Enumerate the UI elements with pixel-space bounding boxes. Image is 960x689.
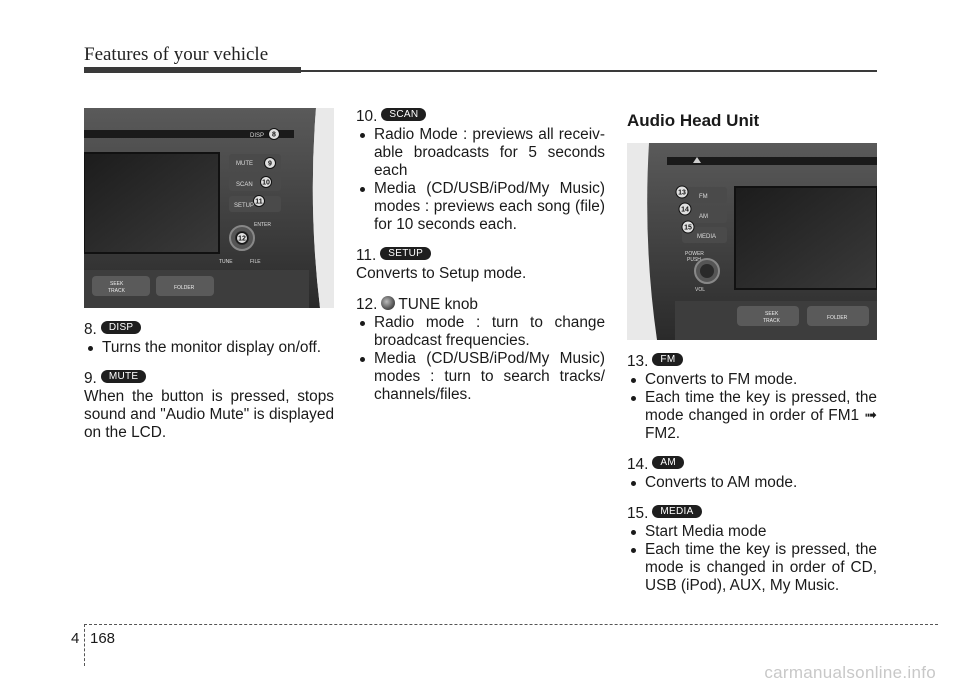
scan-badge: SCAN [381, 108, 427, 122]
column-right: Audio Head Unit FM AM MEDIA POWER [627, 108, 877, 595]
callout-15: 15 [684, 225, 692, 232]
callout-10: 10 [262, 180, 270, 187]
callout-11: 11 [255, 199, 263, 206]
item-12-bullet-2: Media (CD/USB/iPod/My Music) modes : tur… [356, 350, 605, 404]
column-middle: 10.SCAN Radio Mode : previews all receiv… [356, 108, 605, 404]
item-15-heading: 15.MEDIA [627, 505, 877, 523]
chapter-number: 4 [71, 630, 80, 647]
tune-knob-icon [381, 295, 396, 310]
power-label: POWER [685, 251, 704, 257]
header-title: Features of your vehicle [84, 44, 269, 65]
header-rule-thin [301, 70, 877, 72]
track-label: TRACK [108, 288, 126, 294]
callout-9: 9 [268, 161, 272, 168]
enter-label: ENTER [254, 222, 271, 228]
fm-label: FM [699, 194, 708, 200]
item-14-heading: 14.AM [627, 456, 877, 474]
head-unit-illustration-right: FM AM MEDIA POWER PUSH VOL SEEK TRACK FO… [627, 143, 877, 340]
item-10-bullet-2: Media (CD/USB/iPod/My Music) modes : pre… [356, 180, 605, 234]
scan-label: SCAN [236, 182, 253, 188]
item-12-heading: 12.TUNE knob [356, 295, 478, 313]
disp-label: DISP [250, 133, 264, 139]
item-8-heading: 8.DISP [84, 321, 334, 339]
setup-label: SETUP [234, 203, 254, 209]
am-badge: AM [652, 456, 685, 470]
file-label: FILE [250, 259, 261, 265]
seek-label-2: SEEK [765, 311, 779, 317]
item-11-heading: 11.SETUP [356, 247, 605, 265]
footer-divider [84, 624, 85, 666]
footer-rule [84, 624, 938, 625]
media-label: MEDIA [697, 234, 716, 240]
tune-label: TUNE [219, 259, 233, 265]
item-13-bullet-1: Converts to FM mode. [627, 371, 877, 389]
callout-12: 12 [238, 236, 246, 243]
head-unit-photo-right: FM AM MEDIA POWER PUSH VOL SEEK TRACK FO… [627, 143, 877, 340]
watermark: carmanualsonline.info [764, 663, 936, 682]
am-label: AM [699, 214, 708, 220]
callout-8: 8 [272, 132, 276, 139]
page-number: 168 [90, 630, 116, 647]
item-9-text: When the button is pressed, stops sound … [84, 388, 334, 441]
head-unit-illustration-left: DISP MUTE SCAN SETUP ENTER TUNE FILE SEE… [84, 108, 334, 308]
media-badge: MEDIA [652, 505, 702, 519]
item-12-bullet-1: Radio mode : turn to change broadcast fr… [356, 314, 605, 350]
item-15-bullet-2: Each time the key is pressed, the mode i… [627, 541, 877, 595]
mute-label: MUTE [236, 161, 253, 167]
disp-badge: DISP [100, 321, 142, 335]
section-title: Audio Head Unit [627, 111, 760, 130]
item-13-bullet-2: Each time the key is pressed, the mode c… [627, 389, 877, 443]
setup-badge: SETUP [380, 247, 432, 261]
item-10-heading: 10.SCAN [356, 108, 605, 126]
item-9-heading: 9.MUTE [84, 370, 334, 388]
mute-badge: MUTE [100, 370, 147, 384]
head-unit-photo-left: DISP MUTE SCAN SETUP ENTER TUNE FILE SEE… [84, 108, 334, 308]
column-left: DISP MUTE SCAN SETUP ENTER TUNE FILE SEE… [84, 108, 334, 442]
item-14-bullet-1: Converts to AM mode. [627, 474, 877, 492]
callout-14: 14 [681, 207, 689, 214]
fm-badge: FM [652, 353, 684, 367]
callout-13: 13 [678, 190, 686, 197]
track-label-2: TRACK [763, 318, 781, 324]
item-8-bullet: Turns the monitor display on/off. [84, 339, 334, 357]
item-13-heading: 13.FM [627, 353, 877, 371]
item-11-text: Converts to Setup mode. [356, 265, 527, 282]
push-label: PUSH [687, 257, 701, 263]
seek-label: SEEK [110, 281, 124, 287]
folder-label: FOLDER [174, 285, 195, 291]
header-rule-thick [84, 67, 301, 73]
folder-label-2: FOLDER [827, 315, 848, 321]
vol-label: VOL [695, 287, 705, 293]
item-15-bullet-1: Start Media mode [627, 523, 877, 541]
item-10-bullet-1: Radio Mode : previews all receiv-able br… [356, 126, 605, 180]
